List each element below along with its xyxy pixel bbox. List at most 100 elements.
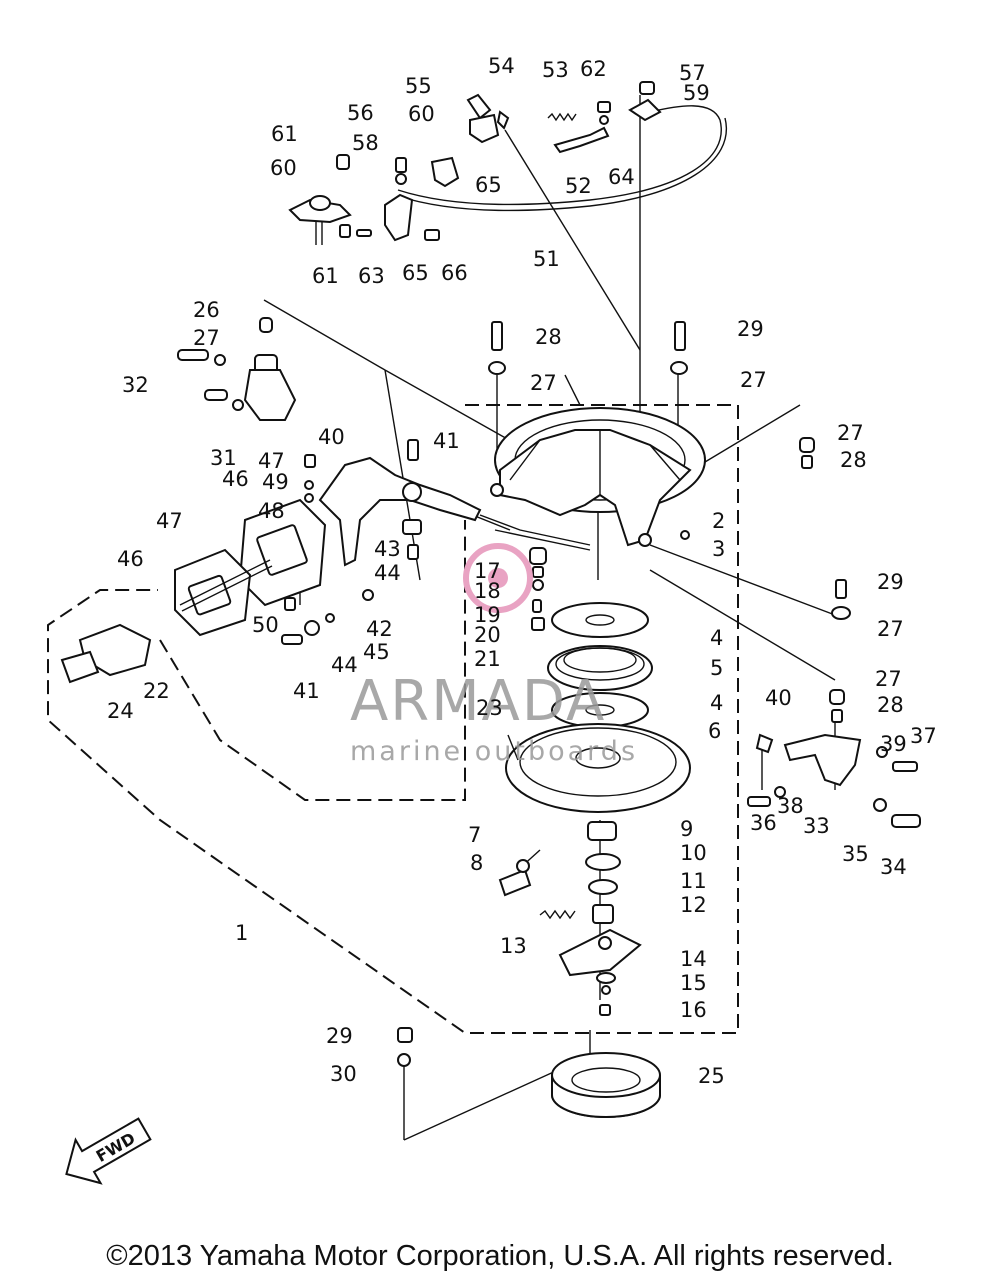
- callout-21: 21: [474, 647, 501, 671]
- watermark-brand: ARMADA: [350, 669, 606, 734]
- watermark-tagline: marine outboards: [350, 736, 638, 767]
- callout-60: 60: [408, 102, 435, 126]
- callout-33: 33: [803, 814, 830, 838]
- callout-8: 8: [470, 851, 483, 875]
- callout-9: 9: [680, 817, 693, 841]
- callout-43: 43: [374, 537, 401, 561]
- callout-30: 30: [330, 1062, 357, 1086]
- callout-56: 56: [347, 101, 374, 125]
- callout-34: 34: [880, 855, 907, 879]
- callout-28: 28: [840, 448, 867, 472]
- callout-29: 29: [737, 317, 764, 341]
- callout-47: 47: [156, 509, 183, 533]
- callout-27: 27: [877, 617, 904, 641]
- callout-4: 4: [710, 626, 723, 650]
- callout-37: 37: [910, 724, 937, 748]
- callout-17: 17: [474, 559, 501, 583]
- callout-58: 58: [352, 131, 379, 155]
- callout-59: 59: [683, 81, 710, 105]
- callout-20: 20: [474, 623, 501, 647]
- callout-25: 25: [698, 1064, 725, 1088]
- callout-32: 32: [122, 373, 149, 397]
- callout-40: 40: [765, 686, 792, 710]
- callout-16: 16: [680, 998, 707, 1022]
- callout-11: 11: [680, 869, 707, 893]
- callout-3: 3: [712, 537, 725, 561]
- callout-10: 10: [680, 841, 707, 865]
- callout-55: 55: [405, 74, 432, 98]
- callout-27: 27: [837, 421, 864, 445]
- watermark: ARMADA marine outboards: [350, 543, 638, 767]
- callout-12: 12: [680, 893, 707, 917]
- starter-cover: [490, 407, 706, 547]
- callout-23: 23: [476, 696, 503, 720]
- callout-28: 28: [877, 693, 904, 717]
- callout-63: 63: [358, 264, 385, 288]
- handle-bracket: [177, 317, 297, 421]
- callout-46: 46: [117, 547, 144, 571]
- callout-60: 60: [270, 156, 297, 180]
- starter-cup: [397, 1027, 661, 1118]
- callout-36: 36: [750, 811, 777, 835]
- callout-27: 27: [530, 371, 557, 395]
- callout-54: 54: [488, 54, 515, 78]
- callout-18: 18: [474, 579, 501, 603]
- callout-29: 29: [877, 570, 904, 594]
- callout-47: 47: [258, 449, 285, 473]
- callout-44: 44: [331, 653, 358, 677]
- callout-27: 27: [740, 368, 767, 392]
- copyright-text: ©2013 Yamaha Motor Corporation, U.S.A. A…: [106, 1240, 894, 1272]
- callout-27: 27: [875, 667, 902, 691]
- callout-5: 5: [710, 656, 723, 680]
- callout-38: 38: [777, 794, 804, 818]
- callout-31: 31: [210, 446, 237, 470]
- callout-4: 4: [710, 691, 723, 715]
- callout-22: 22: [143, 679, 170, 703]
- callout-45: 45: [363, 640, 390, 664]
- right-bracket: [488, 321, 921, 828]
- callout-57: 57: [679, 61, 706, 85]
- callout-2: 2: [712, 509, 725, 533]
- lever-assembly: [304, 439, 591, 601]
- fwd-arrow: FWD: [65, 1117, 152, 1185]
- callout-46: 46: [222, 467, 249, 491]
- callout-29: 29: [326, 1024, 353, 1048]
- callout-24: 24: [107, 699, 134, 723]
- callout-44: 44: [374, 561, 401, 585]
- callout-41: 41: [293, 679, 320, 703]
- callout-61: 61: [312, 264, 339, 288]
- callout-35: 35: [842, 842, 869, 866]
- callout-labels: 1234456789101112131415161718192021222324…: [107, 54, 937, 1088]
- callout-26: 26: [193, 298, 220, 322]
- callout-65: 65: [475, 173, 502, 197]
- callout-49: 49: [262, 470, 289, 494]
- callout-39: 39: [880, 732, 907, 756]
- callout-14: 14: [680, 947, 707, 971]
- callout-13: 13: [500, 934, 527, 958]
- callout-41: 41: [433, 429, 460, 453]
- callout-1: 1: [235, 921, 248, 945]
- callout-7: 7: [468, 823, 481, 847]
- handle-assembly-outline: [159, 520, 466, 801]
- callout-40: 40: [318, 425, 345, 449]
- callout-6: 6: [708, 719, 721, 743]
- callout-28: 28: [535, 325, 562, 349]
- callout-48: 48: [258, 499, 285, 523]
- callout-19: 19: [474, 603, 501, 627]
- callout-52: 52: [565, 174, 592, 198]
- callout-51: 51: [533, 247, 560, 271]
- throttle-cable: [397, 105, 722, 206]
- starter-handle: [60, 498, 335, 684]
- callout-65: 65: [402, 261, 429, 285]
- callout-50: 50: [252, 613, 279, 637]
- callout-27: 27: [193, 326, 220, 350]
- starter-assembly-outline: [47, 404, 739, 1034]
- callout-15: 15: [680, 971, 707, 995]
- callout-42: 42: [366, 617, 393, 641]
- pulley-stack: [498, 547, 691, 1016]
- callout-62: 62: [580, 57, 607, 81]
- top-linkage: [288, 81, 662, 245]
- callout-64: 64: [608, 165, 635, 189]
- callout-61: 61: [271, 122, 298, 146]
